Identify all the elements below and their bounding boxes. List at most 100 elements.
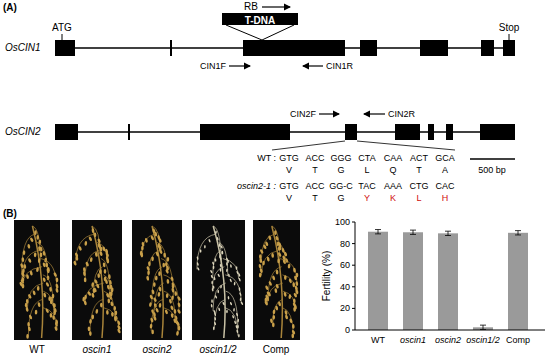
gene-name: OsCIN2 [5,127,41,137]
rice-grain [292,282,295,287]
rice-grain [274,230,277,235]
scale-label: 500 bp [478,166,506,175]
rice-grain [288,264,291,269]
rice-grain [210,275,213,279]
rice-grain [54,326,58,331]
category-label: WT [371,336,385,345]
rice-grain [173,318,177,323]
rice-grain [29,237,34,242]
rice-grain [293,307,296,312]
rice-grain [114,317,118,322]
rice-grain [214,295,217,299]
rice-grain [285,314,289,319]
exon-box [243,40,345,56]
codon: ACC [305,182,324,191]
rice-grain [106,259,109,264]
rice-grain [278,246,281,251]
rice-grain [177,296,182,301]
rice-grain [106,310,109,315]
rice-grain [288,294,291,299]
rice-grain [220,285,222,289]
exon-box [503,40,515,56]
rice-grain [236,266,238,270]
rice-grain [208,239,211,243]
exon-box [345,124,357,140]
rice-grain [94,232,97,237]
codon: GG-C [329,182,353,191]
rice-grain [226,310,228,314]
rice-grain [78,246,82,251]
rice-grain [272,275,276,280]
rice-grain [272,315,275,320]
codon: CTA [358,154,375,163]
rice-grain [150,235,154,240]
rice-grain [159,249,163,254]
rice-grain [55,288,59,293]
rice-grain [88,236,92,241]
rice-grain [217,290,219,294]
photo-label: oscin2 [143,345,172,355]
rice-grain [38,258,41,263]
panicle-branch [225,275,241,303]
primer-name: CIN1R [326,62,353,71]
rice-grain [215,258,217,262]
rice-grain [40,252,43,257]
rice-grain [50,300,53,305]
rice-grain [52,303,56,308]
rice-grain [240,301,243,305]
codon: GTG [279,182,299,191]
axis-tick [352,222,355,223]
exon-box [480,124,515,140]
panicle-branch [197,234,216,269]
rice-grain [84,241,87,246]
bar-chart [352,222,545,330]
rice-grain [102,262,105,267]
rice-grain [234,282,236,286]
amino-acid: V [286,166,292,175]
rice-grain [176,331,179,336]
rice-grain [87,291,92,296]
rice-grain [268,235,272,240]
primer-name: CIN2F [290,110,316,119]
rice-grain [91,228,94,233]
rice-grain [22,284,25,289]
rice-grain [155,276,158,281]
rice-grain [146,276,150,281]
exon-box [55,124,78,140]
rice-grain [155,308,159,313]
photo-background [72,220,122,340]
rice-grain [26,334,29,339]
photo-background [192,220,245,340]
rice-grain [211,299,213,303]
axis-tick [352,308,355,309]
panicle-branch [223,259,239,279]
panicle-photo [192,220,245,340]
rice-grain [239,292,242,296]
amino-acid: V [286,194,292,203]
rice-grain [56,277,59,282]
panicle-branch [28,299,43,336]
rice-grain [105,279,109,284]
rice-grain [265,285,269,290]
codon: TAC [358,182,375,191]
panicle-branch [42,307,57,328]
insert-label: T-DNA [245,16,276,26]
rice-grain [28,258,32,263]
codon: CTG [410,182,429,191]
rice-grain [220,268,222,272]
error-bar [515,231,521,235]
rice-grain [275,284,279,289]
rice-grain [149,294,154,299]
rice-grain [272,322,275,327]
rice-grain [295,281,298,286]
gene-name: OsCIN1 [5,43,41,53]
axis-title: Fertility (%) [322,251,332,302]
exon-box [481,40,494,56]
rice-grain [85,261,89,266]
rice-grain [45,282,49,287]
rice-grain [217,273,220,277]
category-label: oscin1/2 [466,336,500,345]
rice-grain [212,261,215,265]
rice-grain [259,268,263,273]
rice-grain [165,269,169,274]
